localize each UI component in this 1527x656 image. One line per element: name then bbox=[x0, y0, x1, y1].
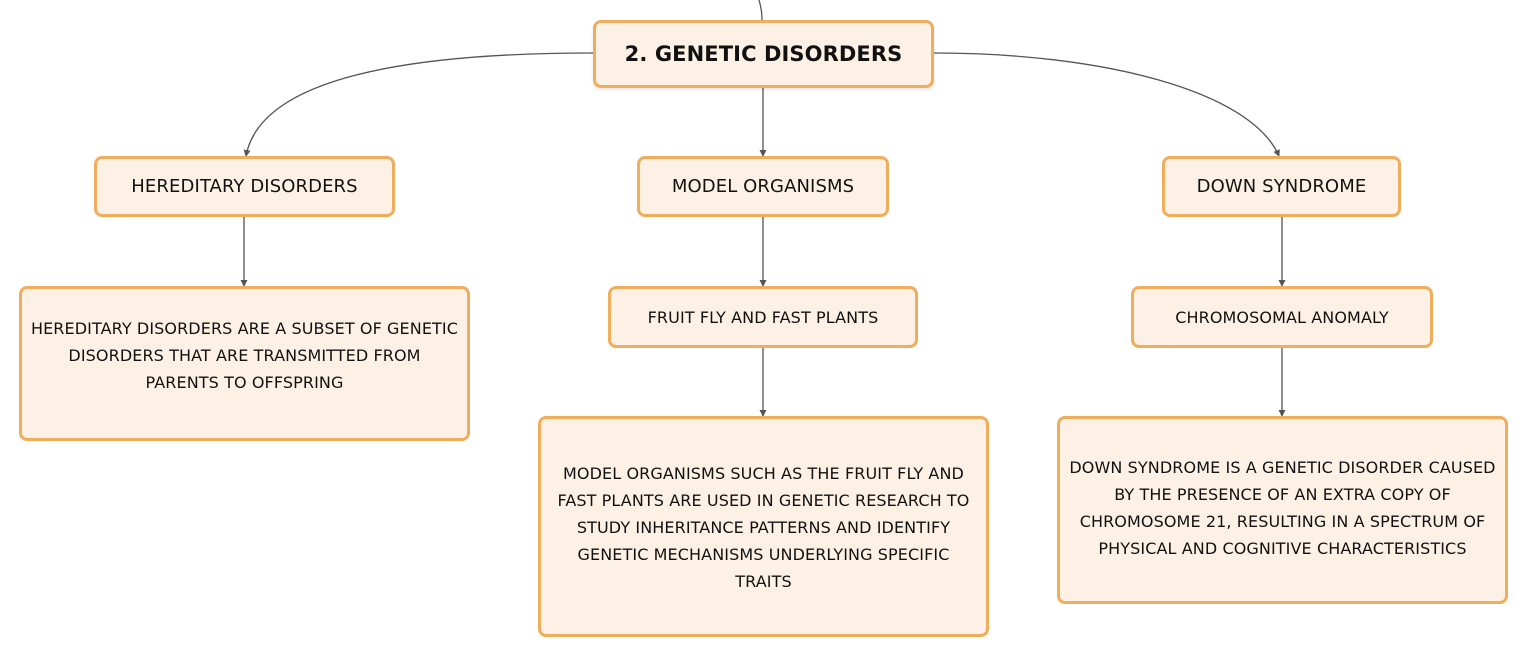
model-organisms-description-text: MODEL ORGANISMS SUCH AS THE FRUIT FLY AN… bbox=[557, 464, 970, 591]
node-hereditary-description[interactable]: HEREDITARY DISORDERS ARE A SUBSET OF GEN… bbox=[19, 286, 470, 441]
node-chromosomal-anomaly-label: CHROMOSOMAL ANOMALY bbox=[1175, 307, 1389, 327]
node-model-organisms[interactable]: MODEL ORGANISMS bbox=[637, 156, 889, 217]
root-node-genetic-disorders[interactable]: 2. GENETIC DISORDERS bbox=[593, 20, 934, 88]
node-model-organisms-description[interactable]: MODEL ORGANISMS SUCH AS THE FRUIT FLY AN… bbox=[538, 416, 989, 637]
hereditary-description-text: HEREDITARY DISORDERS ARE A SUBSET OF GEN… bbox=[30, 319, 459, 392]
node-fruit-fly-fast-plants[interactable]: FRUIT FLY AND FAST PLANTS bbox=[608, 286, 918, 348]
root-node-label: 2. GENETIC DISORDERS bbox=[624, 41, 903, 66]
down-syndrome-description-text: DOWN SYNDROME IS A GENETIC DISORDER CAUS… bbox=[1069, 458, 1496, 558]
incoming-connector bbox=[758, 0, 763, 21]
node-model-organisms-label: MODEL ORGANISMS bbox=[671, 176, 855, 197]
connector-root-to-down bbox=[933, 52, 1280, 157]
node-down-syndrome-label: DOWN SYNDROME bbox=[1196, 176, 1367, 197]
connector-root-to-hereditary bbox=[243, 52, 594, 157]
node-hereditary-disorders[interactable]: HEREDITARY DISORDERS bbox=[94, 156, 395, 217]
node-fruit-fly-fast-plants-label: FRUIT FLY AND FAST PLANTS bbox=[647, 307, 879, 327]
node-chromosomal-anomaly[interactable]: CHROMOSOMAL ANOMALY bbox=[1131, 286, 1433, 348]
node-down-syndrome-description[interactable]: DOWN SYNDROME IS A GENETIC DISORDER CAUS… bbox=[1057, 416, 1508, 604]
node-down-syndrome[interactable]: DOWN SYNDROME bbox=[1162, 156, 1401, 217]
node-hereditary-disorders-label: HEREDITARY DISORDERS bbox=[131, 176, 358, 197]
